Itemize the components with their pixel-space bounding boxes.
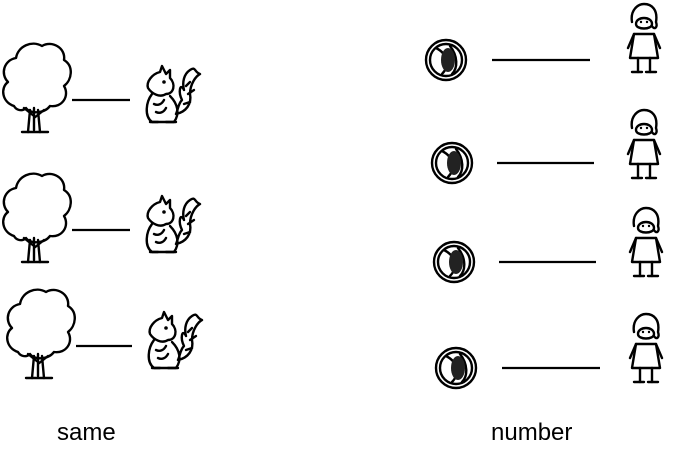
- ball-icon: [432, 240, 476, 284]
- number-pairs: [424, 2, 664, 390]
- tree-icon: [1, 172, 72, 264]
- number-caption: number: [491, 419, 573, 446]
- same-pairs: [1, 42, 204, 380]
- same-caption: same: [57, 419, 116, 446]
- squirrel-icon: [145, 194, 202, 254]
- tree-icon: [5, 288, 76, 380]
- girl-icon: [626, 2, 662, 74]
- tree-icon: [1, 42, 72, 134]
- girl-icon: [628, 312, 664, 384]
- girl-icon: [628, 206, 664, 278]
- ball-icon: [430, 141, 474, 185]
- ball-icon: [434, 346, 478, 390]
- squirrel-icon: [145, 64, 202, 124]
- girl-icon: [626, 108, 662, 180]
- squirrel-icon: [147, 310, 204, 370]
- ball-icon: [424, 38, 468, 82]
